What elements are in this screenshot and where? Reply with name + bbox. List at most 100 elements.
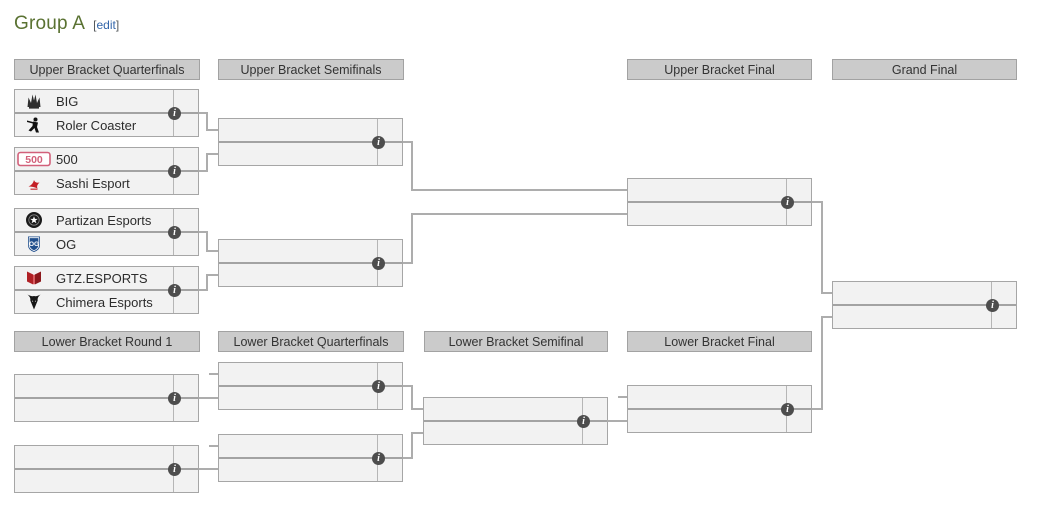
connector-line [209, 373, 218, 375]
section-title-row: Group A [edit] [14, 13, 119, 35]
match-info-icon[interactable]: i [372, 452, 385, 465]
match-info-icon[interactable]: i [168, 463, 181, 476]
connector-line [206, 129, 218, 131]
team-name: GTZ.ESPORTS [56, 270, 148, 286]
connector-line [206, 250, 218, 252]
match-row-divider [15, 112, 198, 114]
round-header-lower-bracket-semifinal: Lower Bracket Semifinal [424, 331, 608, 352]
team-500-logo: 500 [15, 148, 53, 170]
team-slot-bottom[interactable]: Chimera Esports [15, 291, 198, 313]
page-title: Group A [14, 13, 86, 34]
connector-line [607, 420, 627, 422]
match-info-icon[interactable]: i [986, 299, 999, 312]
match-ub-semifinals-2: i [218, 239, 403, 287]
connector-line [411, 432, 423, 434]
round-header-lower-bracket-round-1: Lower Bracket Round 1 [14, 331, 200, 352]
edit-open-bracket: [ [93, 18, 97, 32]
connector-line [821, 316, 832, 318]
partizan-esports-logo [15, 209, 53, 231]
connector-line [403, 262, 413, 264]
svg-text:OG: OG [29, 241, 39, 248]
match-info-icon[interactable]: i [168, 284, 181, 297]
connector-line [618, 396, 627, 398]
connector-line [411, 213, 413, 264]
round-header-upper-bracket-semifinals: Upper Bracket Semifinals [218, 59, 404, 80]
big-logo [15, 90, 53, 112]
match-ub-quarterfinals-1: BIG Roler Coaster i [14, 89, 199, 137]
og-logo: OG [15, 233, 53, 255]
team-slot-top[interactable]: GTZ.ESPORTS [15, 267, 198, 289]
team-slot-bottom[interactable]: Roler Coaster [15, 114, 198, 136]
match-lb-semifinal-1: i [423, 397, 608, 445]
match-info-icon[interactable]: i [577, 415, 590, 428]
connector-line [206, 274, 218, 276]
connector-line [206, 153, 218, 155]
match-row-divider [219, 141, 402, 143]
match-grand-final-1: i [832, 281, 1017, 329]
connector-line [199, 289, 208, 291]
team-name: Sashi Esport [56, 175, 130, 191]
connector-line [821, 316, 823, 410]
connector-line [199, 231, 208, 233]
edit-link[interactable]: edit [96, 18, 116, 32]
connector-line [411, 385, 413, 410]
connector-line [411, 408, 423, 410]
match-lb-round1-1: i [14, 374, 199, 422]
team-slot-top[interactable]: Partizan Esports [15, 209, 198, 231]
connector-line [812, 201, 823, 203]
connector-line [209, 445, 218, 447]
match-info-icon[interactable]: i [168, 165, 181, 178]
connector-line [199, 397, 218, 399]
match-row-divider [15, 289, 198, 291]
match-info-icon[interactable]: i [168, 226, 181, 239]
team-name: OG [56, 236, 77, 252]
connector-line [199, 170, 208, 172]
match-row-divider [628, 201, 811, 203]
svg-text:500: 500 [25, 154, 43, 166]
round-header-lower-bracket-quarterfinals: Lower Bracket Quarterfinals [218, 331, 404, 352]
match-lb-final-1: i [627, 385, 812, 433]
team-name: Roler Coaster [56, 117, 137, 133]
match-info-icon[interactable]: i [168, 392, 181, 405]
connector-line [206, 153, 208, 172]
match-row-divider [424, 420, 607, 422]
connector-line [403, 385, 413, 387]
match-info-icon[interactable]: i [372, 136, 385, 149]
match-row-divider [15, 468, 198, 470]
connector-line [821, 201, 823, 294]
roler-coaster-logo [15, 114, 53, 136]
team-slot-top[interactable]: BIG [15, 90, 198, 112]
connector-line [411, 141, 413, 191]
match-row-divider [15, 231, 198, 233]
match-row-divider [219, 262, 402, 264]
connector-line [821, 292, 832, 294]
chimera-esports-logo [15, 291, 53, 313]
match-row-divider [219, 457, 402, 459]
match-info-icon[interactable]: i [372, 380, 385, 393]
round-header-upper-bracket-quarterfinals: Upper Bracket Quarterfinals [14, 59, 200, 80]
team-slot-bottom[interactable]: Sashi Esport [15, 172, 198, 194]
match-ub-final-1: i [627, 178, 812, 226]
connector-line [411, 189, 627, 191]
connector-line [411, 213, 627, 215]
team-slot-top[interactable]: 500 500 [15, 148, 198, 170]
match-info-icon[interactable]: i [781, 196, 794, 209]
connector-line [411, 432, 413, 459]
match-info-icon[interactable]: i [372, 257, 385, 270]
sashi-esport-logo [15, 172, 53, 194]
match-lb-quarterfinals-1: i [218, 362, 403, 410]
round-header-lower-bracket-final: Lower Bracket Final [627, 331, 812, 352]
edit-close-bracket: ] [115, 18, 120, 32]
team-slot-bottom[interactable]: OG OG [15, 233, 198, 255]
connector-line [206, 231, 208, 252]
connector-line [206, 112, 208, 131]
match-row-divider [15, 397, 198, 399]
team-name: 500 [56, 151, 78, 167]
match-info-icon[interactable]: i [781, 403, 794, 416]
round-header-grand-final: Grand Final [832, 59, 1017, 80]
match-info-icon[interactable]: i [168, 107, 181, 120]
